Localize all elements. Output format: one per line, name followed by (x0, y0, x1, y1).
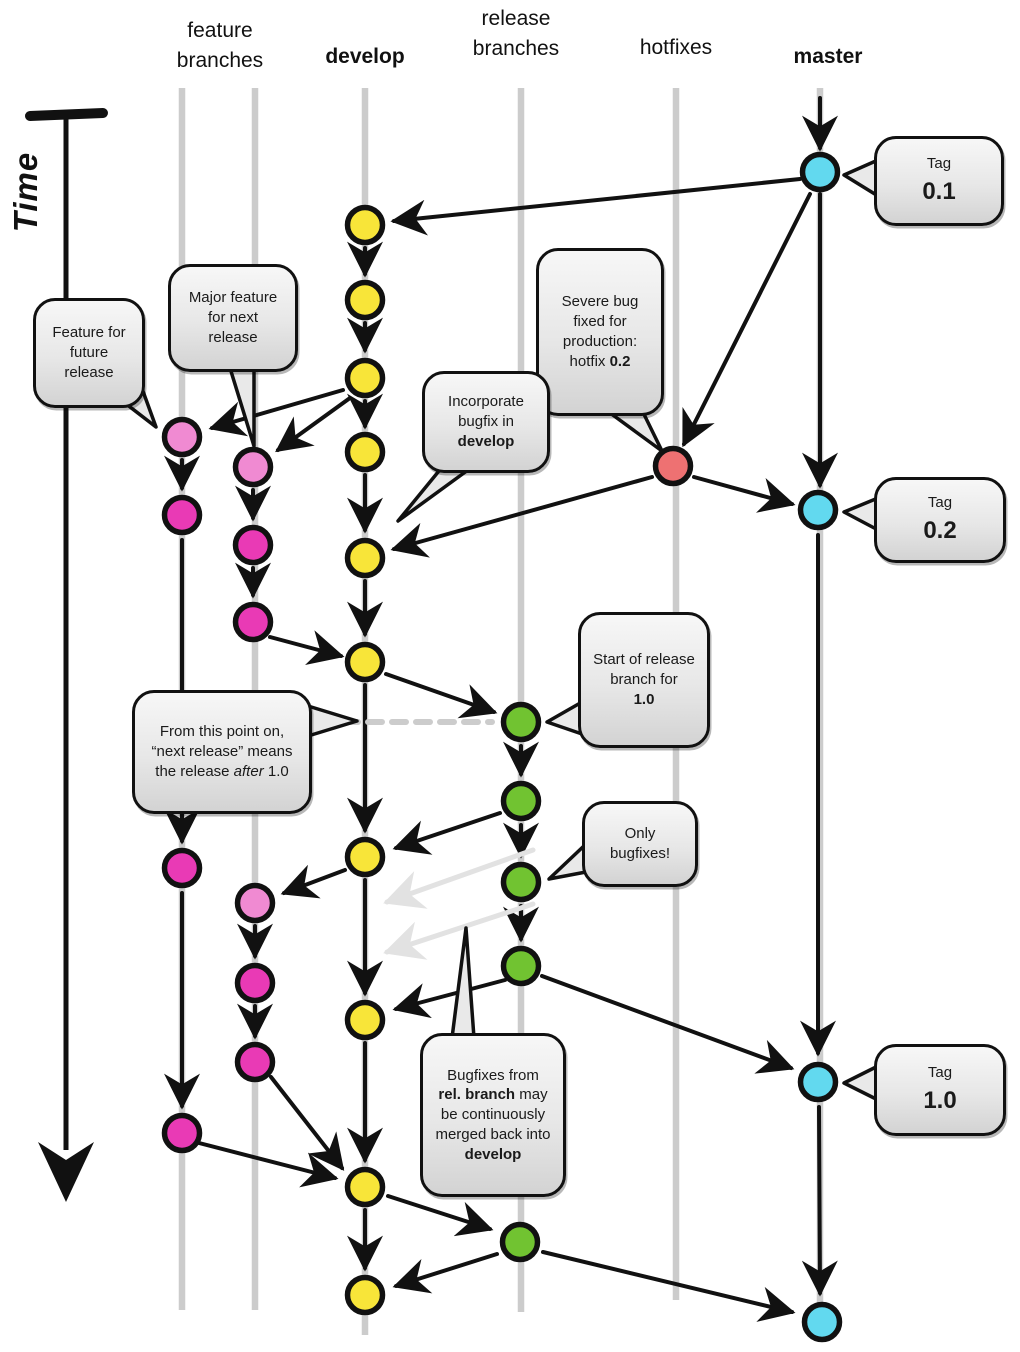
bubble-text: Severe bug fixed for production: hotfix … (561, 293, 639, 370)
bubble-tail-bugfixes_merged (450, 926, 476, 1040)
commit-arrow (268, 630, 345, 666)
tag-label: Tag (927, 494, 953, 512)
commit-arrow (208, 388, 345, 437)
commit-node-feature1-4 (161, 1112, 203, 1154)
faded-merge-arrow (383, 847, 536, 909)
bubble-incorporate-bugfix: Incorporate bugfix in develop (422, 371, 550, 473)
bubble-tail-incorporate (396, 464, 470, 523)
commit-node-develop-2 (344, 279, 386, 321)
bubble-tail-tag02 (842, 496, 880, 532)
time-axis-label: Time (7, 151, 44, 233)
faded-merge-arrow (383, 901, 536, 960)
bubble-bugfixes-merged-back: Bugfixes from rel. branch may be continu… (420, 1033, 566, 1197)
commit-arrow (269, 1075, 345, 1171)
bubble-text: Only bugfixes! (609, 825, 671, 862)
commit-node-feature2-4 (234, 882, 276, 924)
commit-node-feature2-3 (232, 601, 274, 643)
commit-node-develop-1 (344, 204, 386, 246)
commit-node-feature2-1 (232, 446, 274, 488)
bubble-tail-tag01 (842, 158, 880, 198)
bubble-major-feature-next-release: Major feature for next release (168, 264, 298, 372)
tag-version: 1.0 (923, 1087, 957, 1115)
commit-node-develop-3 (344, 357, 386, 399)
bubble-tail-tag10 (842, 1064, 880, 1102)
commit-node-feature2-6 (234, 1041, 276, 1083)
bubble-severe-bug-hotfix: Severe bug fixed for production: hotfix … (536, 248, 664, 416)
commit-node-master-3 (797, 1061, 839, 1103)
bubble-tail-only_bugfixes (547, 842, 588, 881)
column-header-hotfixes: hotfixes (639, 36, 713, 59)
bubble-text: Incorporate bugfix in develop (448, 393, 524, 450)
commit-node-feature2-2 (232, 524, 274, 566)
bubble-tail-start_release (545, 700, 584, 736)
column-header-master: master (793, 45, 863, 68)
bubble-text: Major feature for next release (188, 289, 278, 346)
commit-arrow (392, 1252, 499, 1294)
bubble-text: Bugfixes from rel. branch may be continu… (435, 1066, 551, 1163)
bubble-tail-major_feature (228, 366, 256, 448)
commit-arrow (386, 1194, 494, 1237)
tag-version: 0.1 (922, 178, 956, 206)
bubble-text: From this point on, “next release” means… (151, 723, 293, 780)
bubble-only-bugfixes: Only bugfixes! (582, 801, 698, 887)
commit-node-develop-7 (344, 836, 386, 878)
bubble-from-this-point-on: From this point on, “next release” means… (132, 690, 312, 814)
commit-arrow (692, 475, 796, 513)
commit-node-release-5 (499, 1221, 541, 1263)
commit-node-develop-4 (344, 431, 386, 473)
bubble-tag-0-1: Tag 0.1 (874, 136, 1004, 226)
commit-arrow (280, 864, 347, 899)
time-axis-arrowhead (38, 1142, 94, 1202)
commit-node-feature1-3 (161, 847, 203, 889)
commit-arrow (801, 1105, 838, 1297)
commit-nodes (161, 151, 843, 1343)
commit-node-feature1-1 (161, 416, 203, 458)
commit-node-release-3 (500, 861, 542, 903)
commit-node-master-1 (799, 151, 841, 193)
commit-arrow (540, 974, 795, 1074)
commit-arrow (392, 978, 507, 1019)
commit-arrow (390, 177, 802, 236)
commit-node-hotfix-1 (652, 445, 694, 487)
bubble-tail-from_this_point (306, 704, 359, 738)
bubble-feature-for-future-release: Feature for future release (33, 298, 145, 408)
commit-node-master-2 (797, 489, 839, 531)
commit-arrow (275, 396, 352, 453)
commit-node-develop-6 (344, 641, 386, 683)
commit-node-release-1 (500, 701, 542, 743)
commit-node-feature1-2 (161, 494, 203, 536)
commit-arrow (384, 672, 498, 719)
commit-edges (164, 96, 838, 1322)
column-header-release-branches: release branches (472, 7, 560, 61)
tag-label: Tag (927, 1064, 953, 1082)
commit-node-develop-10 (344, 1274, 386, 1316)
commit-arrow (197, 1141, 339, 1188)
tag-label: Tag (926, 155, 952, 173)
bubble-tag-1-0: Tag 1.0 (874, 1044, 1006, 1136)
time-axis-top-bar (25, 108, 108, 121)
bubble-tag-0-2: Tag 0.2 (874, 477, 1006, 563)
commit-node-develop-5 (344, 537, 386, 579)
commit-node-develop-8 (344, 999, 386, 1041)
commit-node-release-2 (500, 780, 542, 822)
commit-node-feature2-5 (234, 962, 276, 1004)
commit-arrow (541, 1250, 796, 1322)
tag-version: 0.2 (923, 517, 957, 545)
column-header-feature-branches: feature branches (176, 19, 264, 73)
commit-node-master-4 (801, 1301, 843, 1343)
bubble-text: Feature for future release (52, 324, 126, 381)
commit-node-develop-9 (344, 1166, 386, 1208)
commit-arrow (682, 192, 812, 448)
commit-arrow (392, 811, 502, 855)
column-header-develop: develop (325, 45, 405, 68)
commit-arrow (390, 475, 654, 558)
time-axis-arrow (25, 108, 108, 1202)
commit-node-release-4 (500, 945, 542, 987)
